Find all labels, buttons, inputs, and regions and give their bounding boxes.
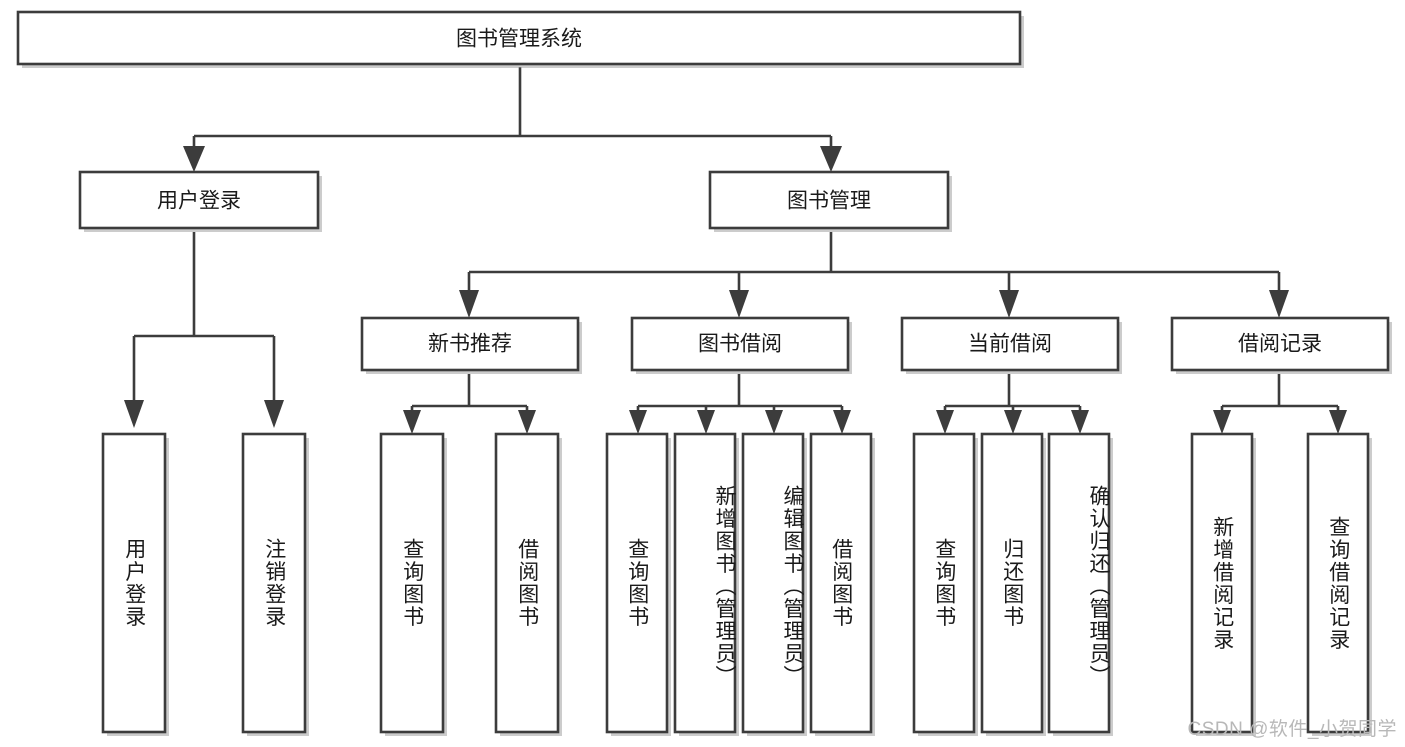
node-root-box[interactable] xyxy=(16,10,1022,66)
arrowhead-new-book xyxy=(459,290,479,318)
leaf-box-bb-borrow-book[interactable] xyxy=(809,432,873,734)
arrowhead-nbr-leaf-2 xyxy=(518,410,536,434)
leaf-box-cb-query-book[interactable] xyxy=(912,432,976,734)
node-book-management-box[interactable] xyxy=(708,170,950,230)
leaf-box-nbr-query-book[interactable] xyxy=(379,432,445,734)
arrowhead-leaf-logout xyxy=(264,400,284,428)
node-current-borrow-box[interactable] xyxy=(900,316,1120,372)
arrowhead-book-borrow xyxy=(729,290,749,318)
leaf-box-user-login[interactable] xyxy=(101,432,167,734)
node-book-borrow-label: 图书借阅 xyxy=(698,333,782,356)
arrowhead-cb-leaf-3 xyxy=(1071,410,1089,434)
arrowhead-bb-leaf-4 xyxy=(833,410,851,434)
arrowhead-borrow-record xyxy=(1269,290,1289,318)
node-user-login-label: 用户登录 xyxy=(157,190,241,213)
arrowhead-bb-leaf-1 xyxy=(629,410,647,434)
leaf-box-br-query-record[interactable] xyxy=(1306,432,1370,734)
leaf-box-cb-return-book[interactable] xyxy=(980,432,1044,734)
arrowhead-cb-leaf-1 xyxy=(936,410,954,434)
leaf-box-bb-add-book[interactable] xyxy=(673,432,737,734)
node-root-label: 图书管理系统 xyxy=(456,28,582,51)
leaf-box-br-add-record[interactable] xyxy=(1190,432,1254,734)
arrowhead-bb-leaf-2 xyxy=(697,410,715,434)
arrowhead-bb-leaf-3 xyxy=(765,410,783,434)
leaf-box-cb-confirm-return[interactable] xyxy=(1047,432,1111,734)
leaf-box-bb-edit-book[interactable] xyxy=(741,432,805,734)
arrowhead-br-leaf-1 xyxy=(1213,410,1231,434)
arrowhead-cb-leaf-2 xyxy=(1004,410,1022,434)
leaf-box-logout[interactable] xyxy=(241,432,307,734)
box-layer: 图书管理系统 用户登录 图书管理 新书推荐 图书借阅 当前借阅 借阅记录 xyxy=(16,10,1392,736)
arrowhead-current-borrow xyxy=(999,290,1019,318)
node-borrow-record-box[interactable] xyxy=(1170,316,1390,372)
csdn-watermark: CSDN @软件_小贺同学 xyxy=(1187,719,1397,740)
leaf-box-nbr-borrow-book[interactable] xyxy=(494,432,560,734)
arrowhead-book-mgmt xyxy=(820,146,842,172)
leaf-box-bb-query-book[interactable] xyxy=(605,432,669,734)
arrowhead-leaf-user-login xyxy=(124,400,144,428)
node-current-borrow-label: 当前借阅 xyxy=(968,333,1052,356)
arrowhead-br-leaf-2 xyxy=(1329,410,1347,434)
arrowhead-user-login xyxy=(183,146,205,172)
node-borrow-record-label: 借阅记录 xyxy=(1238,333,1322,356)
connector-layer xyxy=(124,67,1347,434)
node-book-borrow-box[interactable] xyxy=(630,316,850,372)
node-user-login-box[interactable] xyxy=(78,170,320,230)
node-book-management-label: 图书管理 xyxy=(787,190,871,213)
node-new-book-recommend-box[interactable] xyxy=(360,316,580,372)
node-new-book-recommend-label: 新书推荐 xyxy=(428,333,512,356)
arrowhead-nbr-leaf-1 xyxy=(403,410,421,434)
